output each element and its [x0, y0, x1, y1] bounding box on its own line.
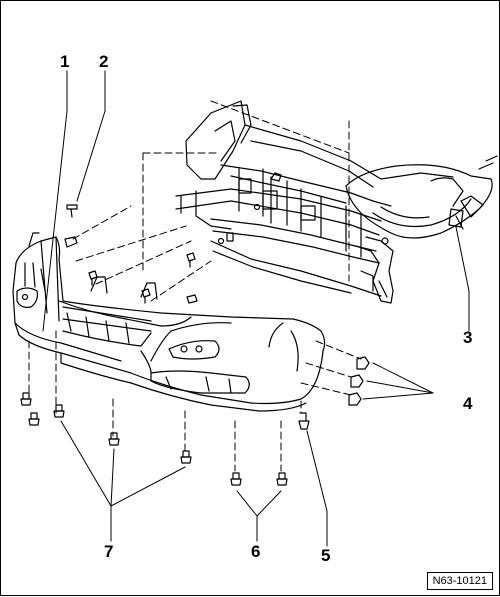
callout-4: 4: [463, 394, 473, 413]
callout-7: 7: [104, 542, 114, 561]
document-reference-code: N63-10121: [426, 572, 493, 590]
screw-item-5: [298, 412, 310, 430]
callout-6: 6: [251, 542, 261, 561]
callout-3: 3: [463, 328, 473, 347]
bumper-top-clips: [88, 252, 198, 304]
screws-item-7: [108, 432, 192, 464]
leader-lines: [42, 70, 470, 547]
callout-5: 5: [321, 546, 331, 565]
bumper-cover: [12, 232, 326, 412]
callout-1: 1: [60, 52, 70, 71]
lower-left-screws: [20, 392, 65, 426]
clip-fastener-item-2: [64, 204, 78, 248]
lock-carrier-assembly: [175, 100, 454, 304]
screws-item-6: [230, 472, 288, 486]
alignment-lines: [28, 100, 362, 472]
callout-2: 2: [99, 52, 109, 71]
fasteners: [20, 204, 370, 486]
headlight: [345, 155, 498, 239]
clips-item-4: [348, 356, 370, 406]
